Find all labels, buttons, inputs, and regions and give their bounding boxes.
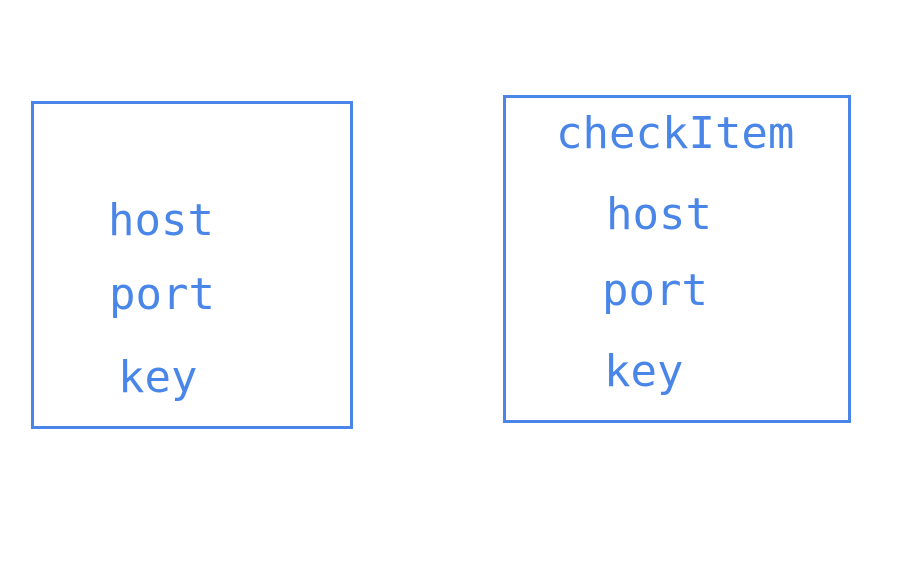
right-field-key: key [604,346,684,397]
right-field-port: port [602,265,708,316]
left-field-port: port [109,269,215,320]
check-item-title: checkItem [556,108,795,159]
left-field-host: host [108,195,214,246]
check-item-box [503,95,851,423]
right-field-host: host [606,189,712,240]
left-field-key: key [118,352,198,403]
left-box [31,101,353,429]
